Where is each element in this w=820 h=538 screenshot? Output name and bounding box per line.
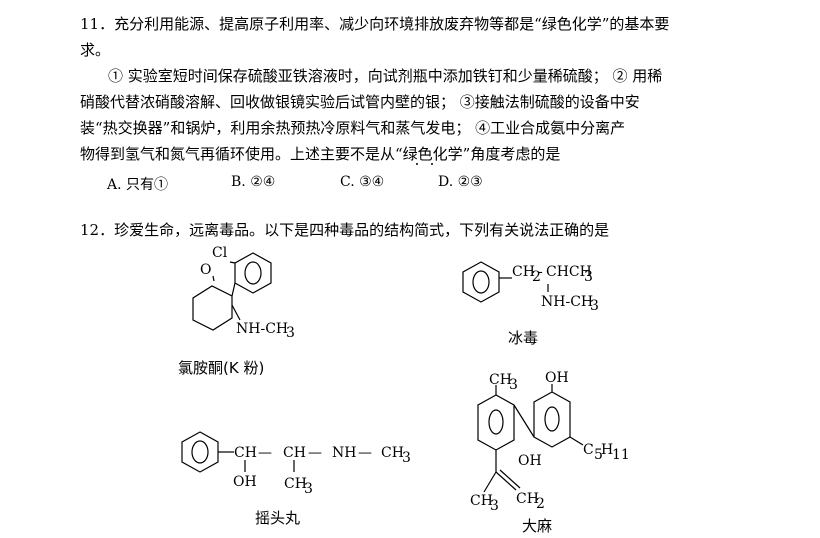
cannabis-h11-label: H <box>601 442 613 458</box>
cannabis-ch2-bot-label: CH <box>516 491 539 507</box>
cannabis-ch3-bot-label: CH <box>470 493 493 509</box>
ecstasy-nh-label: NH <box>332 445 356 461</box>
ecstasy-ch3-label: CH <box>381 445 404 461</box>
cannabis-right-ring <box>533 391 571 448</box>
meth-chch-label: CHCH <box>546 264 592 280</box>
ketamine-cl-label: Cl <box>212 245 228 261</box>
ecstasy-ch-label-2: CH <box>283 445 306 461</box>
cannabis-c5-label: C <box>583 442 594 458</box>
cannabis-oh-mid-label: OH <box>518 453 542 469</box>
meth-nh-sub: 3 <box>590 298 599 314</box>
cannabis-ring-link <box>513 404 535 438</box>
option-b: B. ②④ <box>231 174 276 190</box>
ecstasy-name: 摇头丸 <box>255 509 301 527</box>
meth-benzene-ring <box>462 261 500 303</box>
emphasis-dot <box>416 163 418 165</box>
ketamine-amine-bond <box>231 304 241 321</box>
ecstasy-ch3-sub: 3 <box>402 450 411 466</box>
cannabis-ch3-branch <box>483 471 497 493</box>
ecstasy-oh-label: OH <box>233 474 257 490</box>
cannabis-c5-sub: 5 <box>594 447 603 463</box>
q11-line-2: 求。 <box>80 41 111 59</box>
cannabis-pentyl-bond <box>569 436 584 446</box>
meth-dash: - <box>538 264 543 280</box>
ketamine-amine-sub: 3 <box>286 325 295 341</box>
ecstasy-dash-3: — <box>358 445 372 461</box>
option-a: A. 只有① <box>107 177 169 193</box>
ketamine-benzene-ring <box>234 252 272 294</box>
ketamine-amine-label: NH-CH <box>236 321 288 337</box>
emphasis-dot <box>431 163 433 165</box>
cannabis-ch3-top-sub: 3 <box>509 377 518 393</box>
ecstasy-ch3b-label: CH <box>284 476 307 492</box>
ketamine-cl-bond <box>229 261 236 264</box>
ketamine-name: 氯胺酮(K 粉) <box>178 359 265 377</box>
ketamine-cyclohexane-ring <box>192 285 233 331</box>
meth-chch-sub: 3 <box>584 269 593 285</box>
cannabis-left-ring <box>477 394 515 451</box>
cannabis-name: 大麻 <box>522 517 553 535</box>
cannabis-ch2-double-1 <box>495 471 517 491</box>
ecstasy-dash-1: — <box>258 445 272 461</box>
cannabis-ch3-top-label: CH <box>489 372 512 388</box>
cannabis-ch2-bot-sub: 2 <box>536 496 545 512</box>
meth-name: 冰毒 <box>508 329 539 347</box>
cannabis-oh-top-label: OH <box>545 370 569 386</box>
ketamine-o-label: O <box>200 262 211 278</box>
option-c: C. ③④ <box>340 174 385 190</box>
cannabis-ch3-bot-sub: 3 <box>490 498 499 514</box>
cannabis-ch2-double-2 <box>499 469 521 489</box>
meth-ch2-sub: 2 <box>532 269 541 285</box>
ecstasy-ch-label-1: CH <box>234 445 257 461</box>
q11-line-6: 物得到氢气和氮气再循环使用。上述主要不是从“绿色化学”角度考虑的是 <box>80 145 561 163</box>
ecstasy-benzene-ring <box>181 431 219 473</box>
ecstasy-ch3b-sub: 3 <box>304 481 313 497</box>
q11-line-3: ① 实验室短时间保存硫酸亚铁溶液时，向试剂瓶中添加铁钉和少量稀硫酸； ② 用稀 <box>108 67 663 85</box>
q11-line-5: 装“热交换器”和锅炉，利用余热预热冷原料气和蒸气发电； ④工业合成氨中分离产 <box>80 119 626 137</box>
q11-line-1: 11．充分利用能源、提高原子利用率、减少向环境排放废弃物等都是“绿色化学”的基本… <box>80 15 670 33</box>
ketamine-ring-link <box>231 282 236 297</box>
meth-ch2-label: CH <box>512 264 535 280</box>
meth-nh-label: NH-CH <box>541 294 593 310</box>
option-d: D. ②③ <box>438 174 483 190</box>
cannabis-h11-sub: 11 <box>612 447 630 463</box>
q12-line-1: 12．珍爱生命，远离毒品。以下是四种毒品的结构简式，下列有关说法正确的是 <box>80 221 610 239</box>
ecstasy-dash-2: — <box>308 445 322 461</box>
q11-line-4: 硝酸代替浓硝酸溶解、回收做银镜实验后试管内壁的银； ③接触法制硫酸的设备中安 <box>80 93 640 111</box>
ketamine-carbonyl-bond <box>212 275 215 282</box>
